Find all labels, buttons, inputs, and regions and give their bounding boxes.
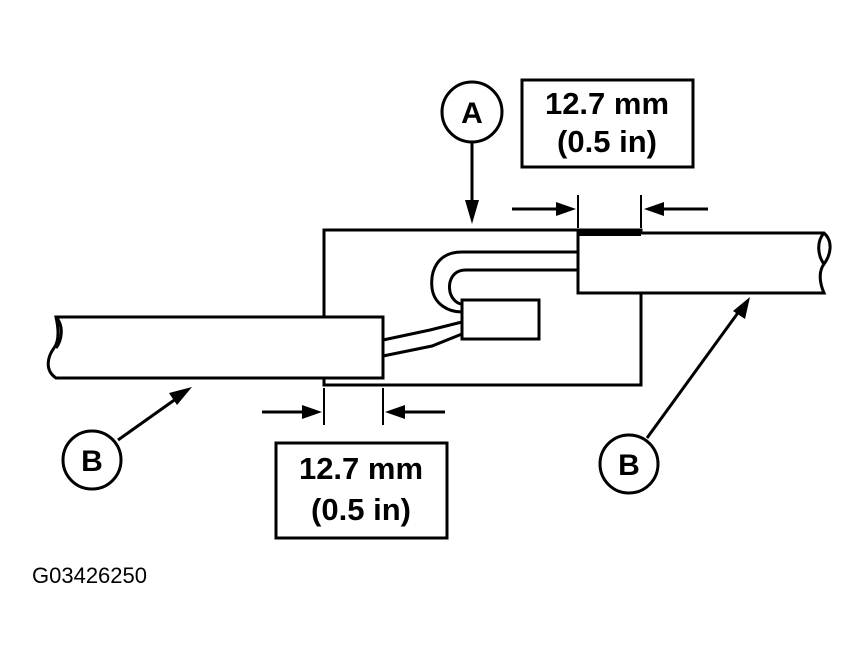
callout-a-label: A bbox=[461, 97, 483, 130]
bottom-dimension-in: (0.5 in) bbox=[311, 492, 411, 527]
bottom-dimension-marks bbox=[262, 388, 445, 425]
callout-b-right-label: B bbox=[618, 449, 640, 482]
right-cable bbox=[576, 230, 832, 295]
top-dimension-in: (0.5 in) bbox=[557, 124, 657, 159]
top-dimension-marks bbox=[512, 195, 708, 228]
top-dimension-label: 12.7 mm (0.5 in) bbox=[520, 78, 695, 169]
figure-id: G03426250 bbox=[32, 563, 147, 588]
callout-b-left-label: B bbox=[81, 445, 103, 478]
left-cable bbox=[46, 315, 463, 380]
bottom-dimension-mm: 12.7 mm bbox=[299, 451, 423, 486]
callout-b-right: B bbox=[598, 297, 750, 495]
callout-b-left: B bbox=[61, 387, 192, 491]
callout-a: A bbox=[440, 80, 504, 224]
bottom-dimension-label: 12.7 mm (0.5 in) bbox=[274, 441, 449, 540]
right-cable-wire-loop bbox=[430, 250, 578, 314]
top-dimension-mm: 12.7 mm bbox=[545, 86, 669, 121]
splice-connector bbox=[460, 298, 541, 341]
